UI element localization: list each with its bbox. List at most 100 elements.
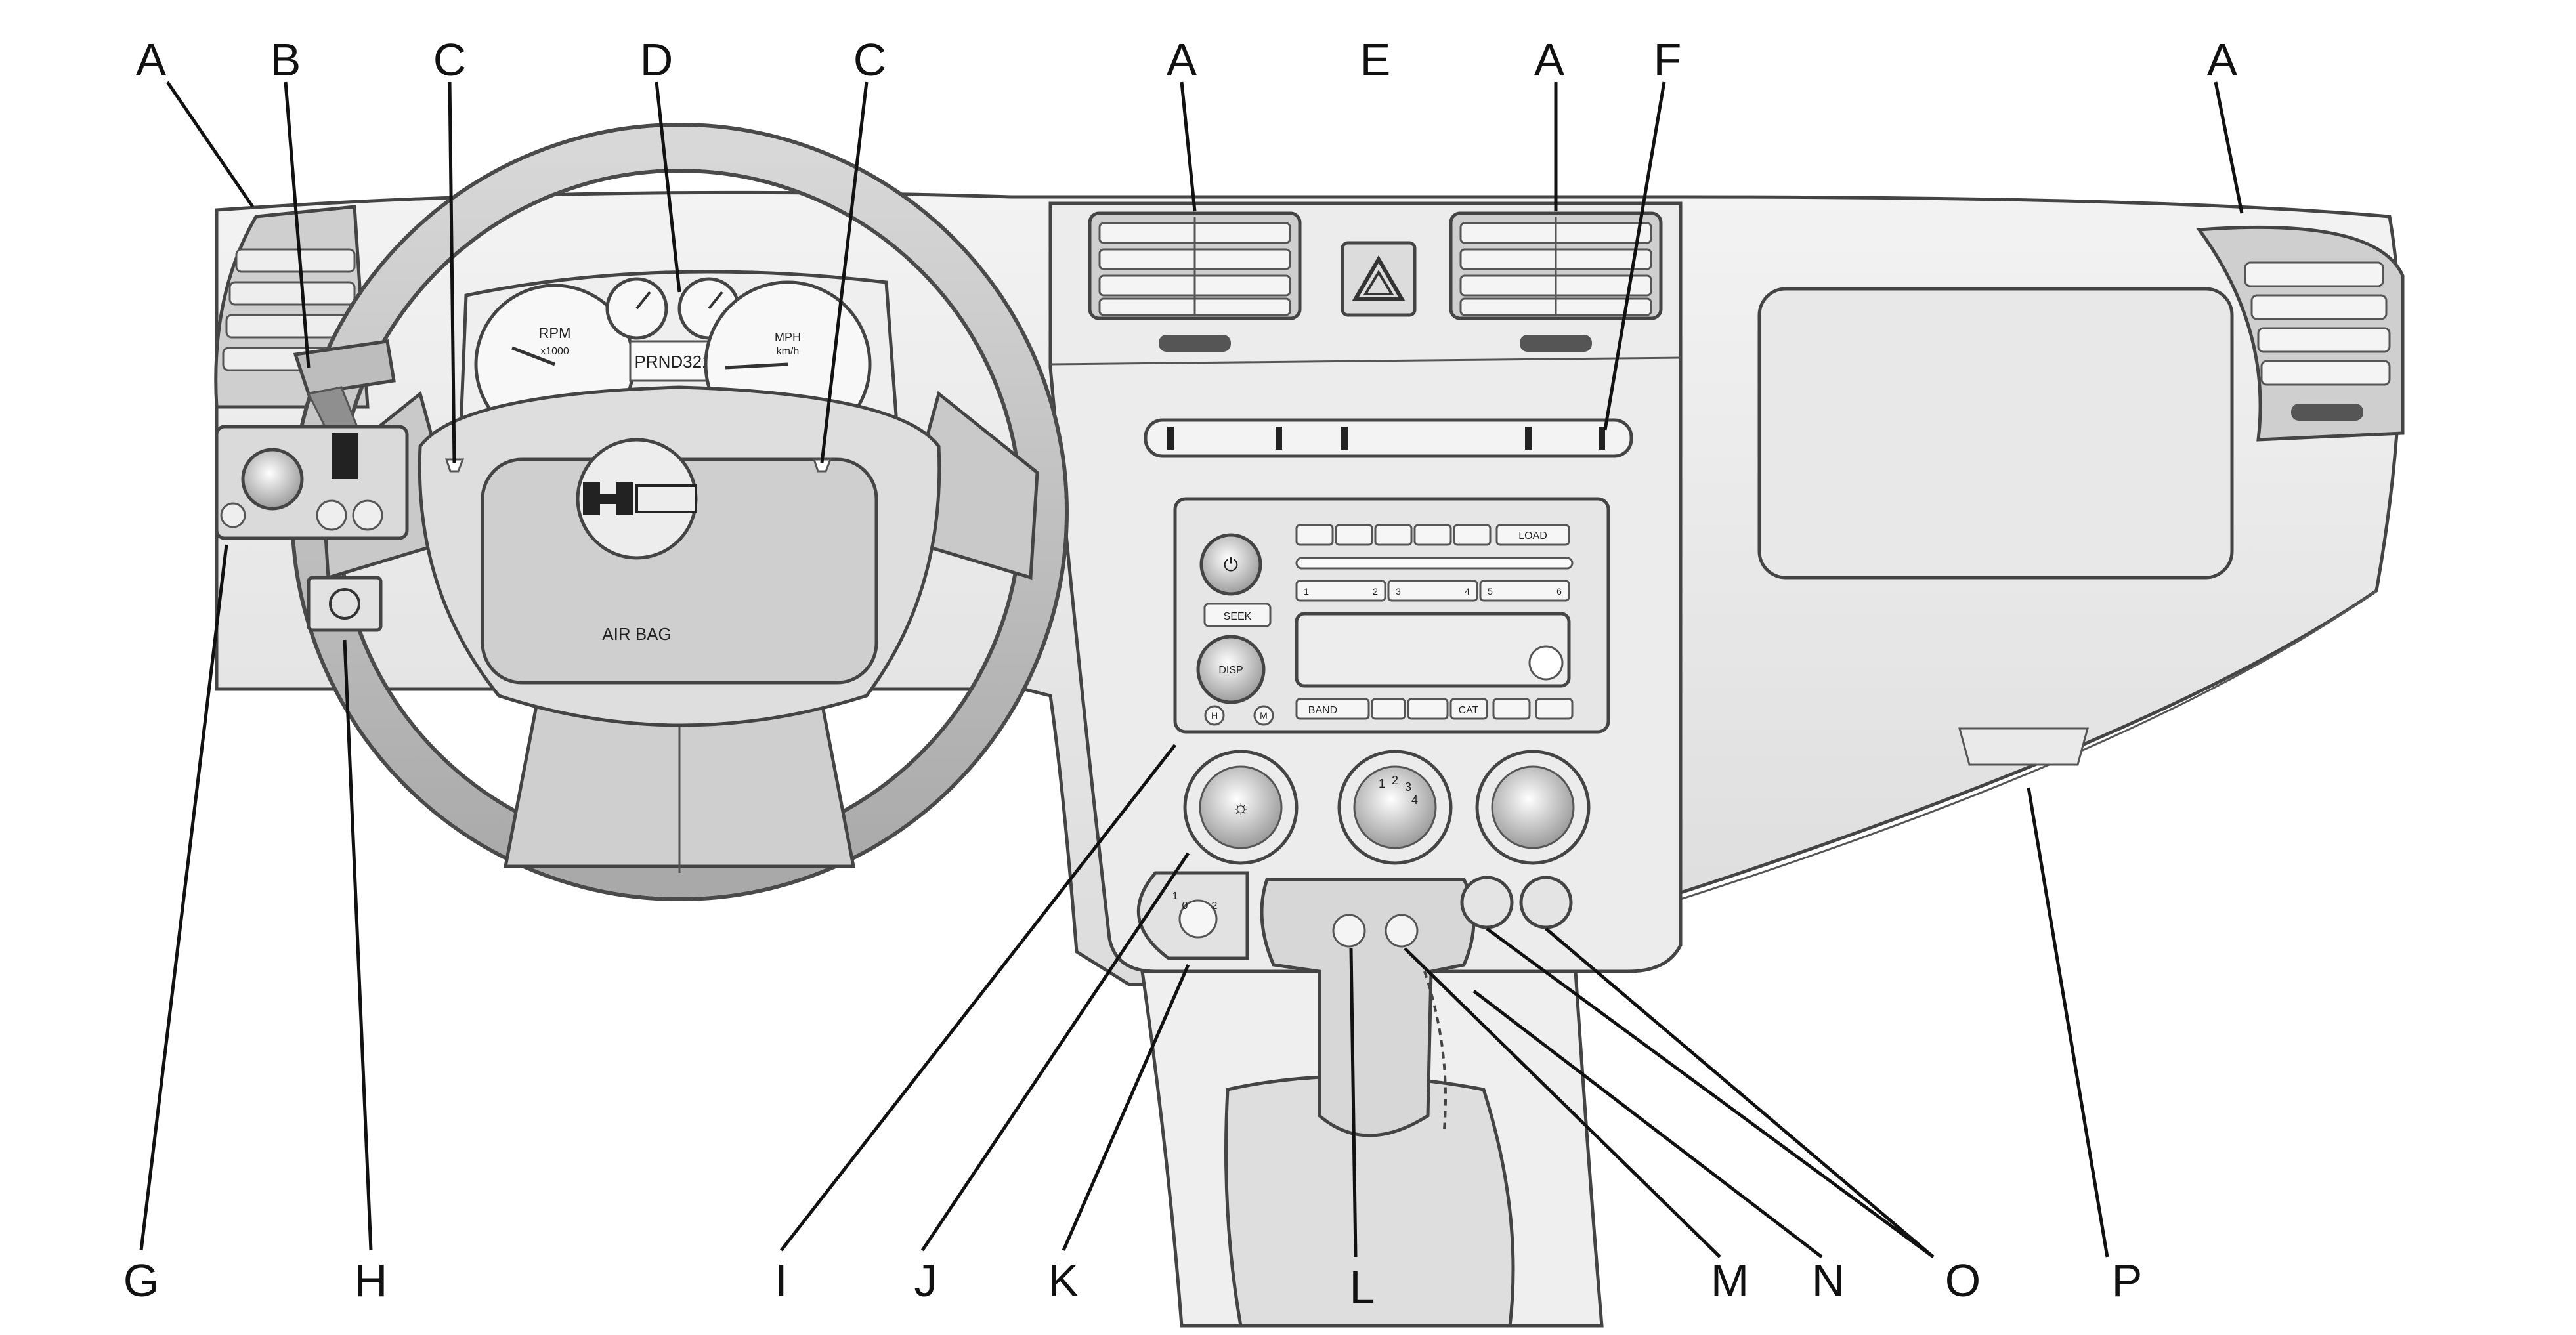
callout-a: A [1534,34,1565,85]
cruise-control-switch-left[interactable] [444,458,465,473]
power-outlet-right[interactable] [1519,876,1573,929]
dash-lower-edge [1680,589,2377,901]
callout-m: M [1711,1255,1749,1306]
callout-f: F [1654,34,1682,85]
rear-fan-knob[interactable]: 0 1 2 [1136,871,1249,960]
info-strip-indicators [1167,427,1605,450]
callout-i: I [775,1255,787,1306]
fog-lamp-button[interactable] [316,499,347,531]
svg-text:1: 1 [1379,777,1385,790]
vehicle-logo [576,438,698,560]
callout-labels: A B C D C A E A F A G H I J K L M N O P [123,34,2238,1313]
callout-n: N [1812,1255,1845,1306]
svg-text:⏻: ⏻ [1224,555,1238,575]
band-button[interactable] [1295,698,1370,720]
fast-forward-button[interactable] [1335,524,1373,546]
callout-k: K [1048,1255,1079,1306]
power-volume-knob[interactable] [1199,533,1262,596]
audio-button[interactable] [1492,698,1531,720]
steering-wheel: AIR BAG [290,123,1069,901]
callout-c: C [853,34,887,85]
exterior-lamp-controls [215,425,409,540]
repeat-button[interactable] [1374,524,1413,546]
callout-p: P [2112,1255,2143,1306]
wiper-lever-base [332,433,358,479]
climate-controls: ☼ 1 2 3 4 [1183,750,1591,865]
info-strip [1144,418,1633,458]
gear-indicator-display [629,340,717,382]
preset-1-2[interactable] [1295,580,1386,602]
svg-text:PRND321: PRND321 [634,352,711,371]
eject-knob[interactable] [1528,645,1564,681]
rewind-button[interactable] [1295,524,1334,546]
air-vent-center-right [1449,211,1663,352]
svg-text:M: M [1260,710,1268,721]
rear-window-defogger-button[interactable] [1332,914,1366,948]
dome-lamp-button[interactable] [220,502,246,528]
info-button[interactable] [1371,698,1406,720]
svg-text:DISP: DISP [1218,665,1243,676]
air-vent-right-outboard [2196,225,2405,442]
power-outlet-left[interactable] [1460,876,1514,929]
category-range-button[interactable] [1407,698,1449,720]
fan-speed-knob[interactable]: 1 2 3 4 [1337,750,1453,865]
fuel-gauge [605,277,668,340]
callout-g: G [123,1255,159,1306]
svg-text:SEEK: SEEK [1224,611,1252,622]
passenger-dash-panel [1757,287,2234,580]
random-button[interactable] [1413,524,1452,546]
svg-text:3: 3 [1396,586,1401,597]
svg-text:BAND: BAND [1308,705,1337,716]
preset-3-4[interactable] [1387,580,1478,602]
callout-e: E [1360,34,1391,85]
m-button[interactable] [1253,705,1274,726]
svg-text:1: 1 [1304,586,1309,597]
callout-d: D [640,34,674,85]
air-delivery-knob[interactable] [1475,750,1591,865]
cat-button[interactable] [1449,698,1488,720]
leader-lines [139,81,2244,1259]
traction-control-button[interactable] [307,576,383,632]
svg-text:4: 4 [1411,794,1418,807]
svg-text:CAT: CAT [1459,705,1479,716]
svg-text:3: 3 [1405,780,1411,794]
cruise-control-switch-right[interactable] [812,458,832,473]
svg-text:2: 2 [1373,586,1378,597]
svg-text:4: 4 [1465,586,1470,597]
radio-display [1295,612,1571,688]
svg-text:RPM: RPM [539,325,571,341]
tune-disp-knob[interactable] [1196,635,1266,704]
front-defog-button[interactable] [1385,914,1419,948]
callout-a: A [2207,34,2238,85]
svg-text:H: H [1211,710,1218,721]
svg-text:x1000: x1000 [540,346,569,357]
callout-h: H [354,1255,388,1306]
preset-5-6[interactable] [1479,580,1570,602]
clock-button[interactable] [1453,524,1492,546]
svg-text:2: 2 [1392,774,1398,787]
seek-button[interactable] [1203,603,1272,627]
temperature-knob[interactable]: ☼ [1183,750,1299,865]
stack-divider [1050,356,1681,366]
cd-slot [1295,557,1574,570]
svg-text:MPH: MPH [775,331,801,344]
svg-text:6: 6 [1556,586,1562,597]
svg-text:2: 2 [1212,901,1218,912]
svg-text:☼: ☼ [1232,797,1250,818]
air-vent-center-left [1088,211,1302,352]
headlamp-switch[interactable] [241,448,304,511]
svg-text:LOAD: LOAD [1518,530,1547,541]
h-button[interactable] [1204,705,1225,726]
airbag-label: AIR BAG [602,624,671,644]
callout-a: A [136,34,167,85]
svg-text:5: 5 [1488,586,1493,597]
instrument-dimmer-button[interactable] [352,499,383,531]
callout-j: J [914,1255,937,1306]
rds-button[interactable] [1535,698,1574,720]
glove-box-handle[interactable] [1958,727,2089,766]
callout-a: A [1167,34,1197,85]
hazard-warning-button[interactable] [1341,241,1417,317]
svg-text:0: 0 [1182,901,1188,912]
load-button[interactable] [1495,524,1570,546]
callout-o: O [1945,1255,1981,1306]
